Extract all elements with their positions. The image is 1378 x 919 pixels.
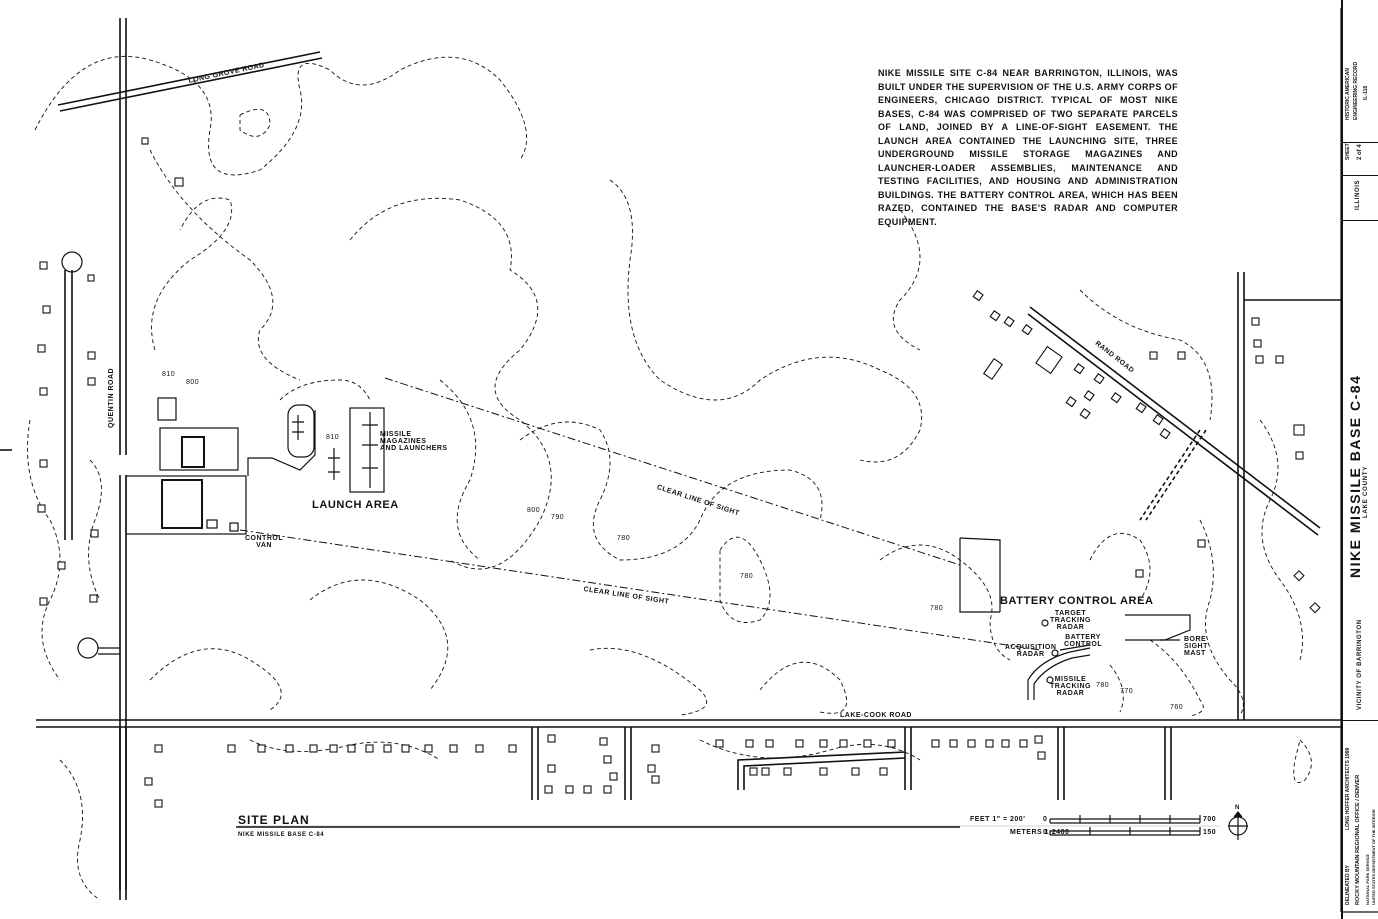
bore-sight-mast-label: BORE SIGHT MAST bbox=[1184, 636, 1208, 657]
site-plan-title: SITE PLAN bbox=[238, 813, 310, 827]
title-block-county: LAKE COUNTY bbox=[1363, 465, 1369, 518]
cul-de-sacs bbox=[61, 251, 120, 659]
long-grove-road bbox=[57, 51, 323, 112]
contour-label: 810 bbox=[326, 434, 340, 441]
scale-bars bbox=[236, 815, 1220, 836]
title-block-sheet-no: 2 of 4 bbox=[1357, 144, 1363, 160]
contour-label: 800 bbox=[527, 507, 541, 514]
title-block-divider bbox=[1343, 220, 1378, 221]
control-van-label: CONTROL VAN bbox=[245, 535, 284, 549]
title-block-vicinity: VICINITY OF BARRINGTON bbox=[1357, 619, 1363, 710]
title-block-haer-2: ENGINEERING RECORD bbox=[1353, 61, 1359, 120]
title-block-state: ILLINOIS bbox=[1355, 179, 1361, 210]
title-block-office: ROCKY MOUNTAIN REGIONAL OFFICE / DENVER bbox=[1355, 774, 1361, 905]
title-block-haer-no: IL-118 bbox=[1363, 85, 1369, 100]
missile-magazines-label: MISSILE MAGAZINES AND LAUNCHERS bbox=[380, 431, 448, 452]
roads bbox=[0, 18, 1341, 900]
contour-label: 800 bbox=[186, 379, 200, 386]
title-block-sheet-label: SHEET bbox=[1345, 143, 1351, 160]
title-block: NIKE MISSILE BASE C-84 LAKE COUNTY VICIN… bbox=[1341, 0, 1378, 919]
contour-label: 780 bbox=[617, 535, 631, 542]
meters-scale-max: 150 bbox=[1203, 829, 1217, 836]
contour-label: 810 bbox=[162, 371, 176, 378]
rand-road bbox=[1027, 306, 1321, 536]
contour-label: 780 bbox=[930, 605, 944, 612]
buildings bbox=[37, 137, 1321, 808]
contour-label: 760 bbox=[1170, 704, 1184, 711]
site-description: NIKE MISSILE SITE C-84 NEAR BARRINGTON, … bbox=[878, 68, 1178, 227]
feet-scale-max: 700 bbox=[1203, 816, 1217, 823]
meters-scale-zero: 0 bbox=[1043, 829, 1048, 836]
contour-label: 790 bbox=[551, 514, 565, 521]
title-block-divider bbox=[1343, 175, 1378, 176]
battery-control-plan bbox=[959, 537, 1191, 700]
battery-control-area-label: BATTERY CONTROL AREA bbox=[1000, 595, 1154, 607]
title-block-name: NIKE MISSILE BASE C-84 bbox=[1347, 374, 1363, 578]
north-label: N bbox=[1235, 805, 1240, 811]
contour-label: 780 bbox=[740, 573, 754, 580]
contour-label: 780 bbox=[1096, 682, 1110, 689]
title-block-delineator: LONG HOFFER ARCHITECTS 1999 bbox=[1345, 747, 1351, 830]
title-block-agency-1: NATIONAL PARK SERVICE bbox=[1365, 853, 1370, 905]
quentin-road-label: QUENTIN ROAD bbox=[108, 367, 115, 428]
title-block-haer-1: HISTORIC AMERICAN bbox=[1345, 68, 1351, 120]
quentin-road bbox=[119, 18, 127, 900]
launch-area-plan bbox=[125, 397, 385, 535]
feet-scale-label: FEET 1" = 200' bbox=[970, 816, 1026, 823]
site-plan-subtitle: NIKE MISSILE BASE C-84 bbox=[238, 832, 325, 838]
line-of-sight bbox=[239, 377, 1041, 651]
meters-scale-label: METERS 1:2400 bbox=[1010, 829, 1070, 836]
acquisition-radar-label: ACQUISITION RADAR bbox=[1005, 644, 1057, 658]
contour-lines bbox=[27, 55, 1312, 901]
missile-tracking-radar-label: MISSILE TRACKING RADAR bbox=[1050, 676, 1091, 697]
lake-cook-road bbox=[36, 719, 1341, 728]
lake-cook-road-label: LAKE-COOK ROAD bbox=[840, 712, 912, 719]
target-tracking-radar-label: TARGET TRACKING RADAR bbox=[1050, 610, 1091, 631]
contour-label: 770 bbox=[1120, 688, 1134, 695]
feet-scale-zero: 0 bbox=[1043, 816, 1048, 823]
title-block-agency-2: UNITED STATES DEPARTMENT OF THE INTERIOR bbox=[1371, 809, 1376, 905]
battery-control-label: BATTERY CONTROL bbox=[1064, 634, 1103, 648]
title-block-delineated-by: DELINEATED BY bbox=[1345, 865, 1351, 905]
title-block-divider bbox=[1343, 142, 1378, 143]
title-block-divider bbox=[1343, 720, 1378, 721]
launch-area-label: LAUNCH AREA bbox=[312, 499, 399, 511]
north-arrow-icon bbox=[1228, 811, 1248, 840]
